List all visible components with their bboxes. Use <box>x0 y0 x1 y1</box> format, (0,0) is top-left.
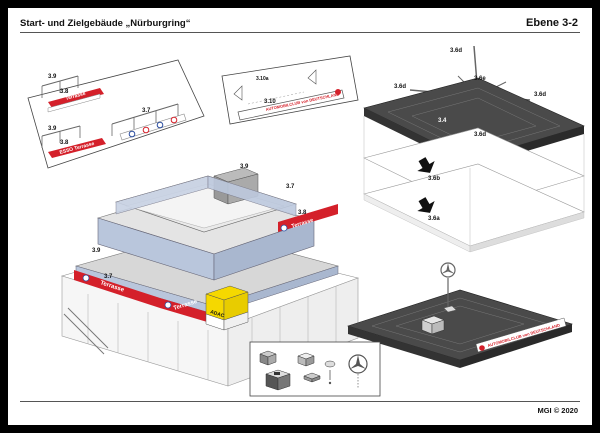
label-3-6d-mast: 3.6d <box>474 132 486 138</box>
roof-exploded-view <box>363 45 585 253</box>
label-3-7-top: 3.7 <box>142 108 151 114</box>
footer-divider <box>20 401 580 402</box>
label-3-9-b: 3.9 <box>48 126 57 132</box>
label-3-6d-left: 3.6d <box>394 84 406 90</box>
level-label: Ebene 3-2 <box>526 17 578 29</box>
parts-panel-railings <box>27 59 205 169</box>
label-3-6d-right: 3.6d <box>534 92 546 98</box>
building-label-3-9: 3.9 <box>240 164 249 170</box>
terrasse-sign-a: Terrasse <box>65 91 87 102</box>
building-label-3-7: 3.7 <box>286 184 295 190</box>
label-3-8-a: 3.8 <box>60 89 69 95</box>
label-3-8-b: 3.8 <box>60 140 69 146</box>
label-3-9-a: 3.9 <box>48 74 57 80</box>
header-divider <box>20 32 580 33</box>
copyright: MGI © 2020 <box>537 406 578 415</box>
adac-sign: ADAC <box>209 309 225 319</box>
label-3-6b: 3.6b <box>428 176 440 182</box>
railing-set-b: ESSO Terrasse <box>41 125 106 158</box>
label-3-4: 3.4 <box>438 118 447 124</box>
label-3-6a: 3.6a <box>428 216 440 222</box>
label-3-6e: 3.6e <box>474 76 486 82</box>
parts-panel-adac-sign <box>221 55 359 125</box>
assembly-sheet: Start- und Zielgebäude „Nürburgring“ Ebe… <box>8 8 592 425</box>
assembly-illustration: Terrasse 3.9 3.8 ESSO Terrasse 3.9 3.8 3… <box>27 45 585 397</box>
small-parts <box>259 350 368 391</box>
parts-panel-small <box>249 341 381 397</box>
railing-set-c <box>111 103 187 141</box>
building-isometric: Terrasse Terrasse Terrasse ADAC <box>60 167 360 387</box>
label-3-10: 3.10 <box>264 99 276 105</box>
building-label-3-9-left: 3.9 <box>92 248 101 254</box>
esso-terrasse-sign-b: ESSO Terrasse <box>59 141 95 156</box>
building-label-3-8: 3.8 <box>298 210 307 216</box>
roof-finished-view: AUTOMOBILCLUB von DEUTSCHLAND <box>346 262 574 368</box>
label-3-10a: 3.10a <box>256 76 269 82</box>
sheet-title: Start- und Zielgebäude „Nürburgring“ <box>20 18 191 29</box>
label-3-6d-top: 3.6d <box>450 48 462 54</box>
railing-set-a: Terrasse <box>41 75 104 113</box>
building-label-3-7-left: 3.7 <box>104 274 113 280</box>
